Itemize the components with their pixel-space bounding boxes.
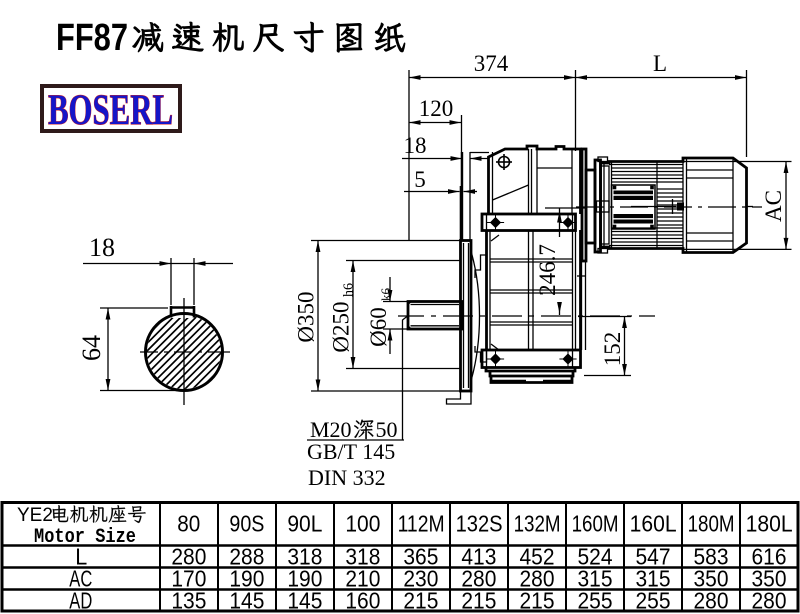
svg-text:5: 5: [414, 167, 426, 192]
svg-text:170: 170: [171, 566, 206, 592]
svg-text:288: 288: [229, 544, 264, 570]
svg-text:215: 215: [520, 588, 555, 614]
svg-text:180L: 180L: [746, 511, 793, 537]
svg-text:280: 280: [694, 588, 729, 614]
svg-text:AD: AD: [69, 588, 92, 614]
svg-text:350: 350: [752, 566, 787, 592]
svg-text:120: 120: [419, 96, 454, 121]
svg-text:132M: 132M: [514, 511, 561, 537]
svg-text:Motor Size: Motor Size: [34, 526, 136, 549]
svg-text:190: 190: [229, 566, 264, 592]
svg-text:583: 583: [694, 544, 729, 570]
svg-text:280: 280: [752, 588, 787, 614]
svg-text:350: 350: [694, 566, 729, 592]
svg-text:80: 80: [177, 511, 200, 537]
svg-text:AC: AC: [761, 190, 786, 222]
svg-text:L: L: [75, 544, 87, 570]
svg-text:DIN 332: DIN 332: [308, 465, 386, 490]
svg-text:365: 365: [403, 544, 438, 570]
svg-text:318: 318: [287, 544, 322, 570]
svg-text:145: 145: [287, 588, 322, 614]
svg-text:64: 64: [77, 335, 106, 361]
svg-text:18: 18: [404, 133, 427, 158]
svg-text:180M: 180M: [688, 511, 735, 537]
svg-text:547: 547: [636, 544, 671, 570]
svg-text:50: 50: [376, 417, 398, 442]
svg-text:k6: k6: [378, 288, 393, 302]
svg-text:YE2: YE2: [17, 505, 53, 526]
svg-text:616: 616: [752, 544, 787, 570]
svg-text:90L: 90L: [287, 511, 322, 537]
svg-text:524: 524: [578, 544, 613, 570]
svg-text:255: 255: [636, 588, 671, 614]
svg-text:190: 190: [287, 566, 322, 592]
svg-text:AC: AC: [69, 566, 92, 592]
svg-text:BOSERL: BOSERL: [48, 88, 173, 129]
svg-text:230: 230: [403, 566, 438, 592]
svg-text:160L: 160L: [630, 511, 677, 537]
svg-text:Ø350: Ø350: [294, 291, 319, 342]
svg-text:246.7: 246.7: [535, 244, 560, 296]
svg-text:90S: 90S: [229, 511, 264, 537]
svg-text:132S: 132S: [456, 511, 503, 537]
svg-text:280: 280: [171, 544, 206, 570]
svg-text:280: 280: [461, 566, 496, 592]
svg-text:Ø250: Ø250: [329, 301, 354, 352]
svg-text:152: 152: [600, 332, 625, 367]
svg-text:18: 18: [89, 233, 115, 262]
svg-text:112M: 112M: [398, 511, 445, 537]
svg-text:FF87: FF87: [56, 17, 128, 59]
svg-text:452: 452: [520, 544, 555, 570]
svg-text:215: 215: [403, 588, 438, 614]
svg-text:135: 135: [171, 588, 206, 614]
svg-text:160: 160: [345, 588, 380, 614]
svg-text:160M: 160M: [572, 511, 619, 537]
svg-text:315: 315: [636, 566, 671, 592]
svg-text:280: 280: [520, 566, 555, 592]
svg-text:215: 215: [461, 588, 496, 614]
svg-text:h6: h6: [342, 283, 357, 297]
svg-text:255: 255: [578, 588, 613, 614]
svg-text:100: 100: [345, 511, 380, 537]
svg-text:210: 210: [345, 566, 380, 592]
svg-text:318: 318: [345, 544, 380, 570]
svg-text:374: 374: [474, 51, 509, 76]
svg-text:413: 413: [461, 544, 496, 570]
svg-text:L: L: [653, 51, 667, 76]
svg-text:M20: M20: [310, 417, 352, 442]
svg-text:GB/T 145: GB/T 145: [307, 439, 395, 464]
svg-text:315: 315: [578, 566, 613, 592]
svg-text:145: 145: [229, 588, 264, 614]
svg-text:Ø60: Ø60: [366, 307, 391, 347]
